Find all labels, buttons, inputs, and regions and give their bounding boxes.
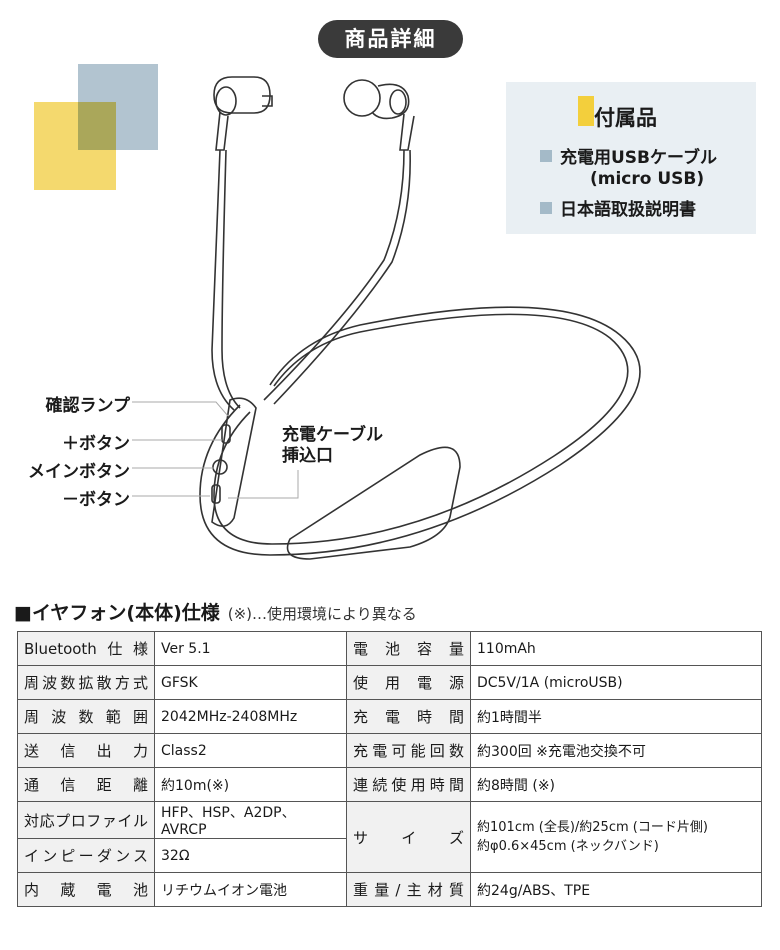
accessory-item-sub: (micro USB) bbox=[590, 169, 705, 189]
table-row: 送信出力 Class2 充電可能回数 約300回 ※充電池交換不可 bbox=[17, 733, 762, 768]
table-row: インピーダンス 32Ω bbox=[17, 838, 762, 873]
callout-plus-button: ＋ボタン bbox=[62, 434, 130, 454]
table-row: Bluetooth仕様 Ver 5.1 電池容量 110mAh bbox=[17, 631, 762, 666]
table-row: 対応プロファイル HFP、HSP、A2DP、AVRCP サイズ 約101cm (… bbox=[17, 801, 762, 873]
table-row: 周波数拡散方式 GFSK 使用電源 DC5V/1A (microUSB) bbox=[17, 665, 762, 700]
square-bullet-icon bbox=[540, 150, 552, 162]
accessory-item: 日本語取扱説明書 bbox=[540, 200, 696, 221]
square-bullet-icon bbox=[540, 202, 552, 214]
spec-table: Bluetooth仕様 Ver 5.1 電池容量 110mAh 周波数拡散方式 … bbox=[17, 631, 762, 907]
callout-main-button: メインボタン bbox=[28, 462, 130, 482]
section-title-badge: 商品詳細 bbox=[318, 20, 463, 58]
callout-cable-port: 充電ケーブル 挿込口 bbox=[282, 425, 383, 466]
table-row: 通信距離 約10m(※) 連続使用時間 約8時間 (※) bbox=[17, 767, 762, 802]
accessory-item: 充電用USBケーブル bbox=[540, 148, 717, 169]
accessories-mark bbox=[578, 96, 594, 126]
size-value: 約101cm (全長)/約25cm (コード片側) 約φ0.6×45cm (ネッ… bbox=[470, 801, 762, 873]
decor-square-yellow bbox=[34, 102, 116, 190]
callout-lamp: 確認ランプ bbox=[45, 396, 131, 416]
table-row: 内蔵電池 リチウムイオン電池 重量/主材質 約24g/ABS、TPE bbox=[17, 872, 762, 907]
accessories-title: 付属品 bbox=[594, 106, 657, 130]
accessories-box: 付属品 充電用USBケーブル (micro USB) 日本語取扱説明書 bbox=[506, 82, 756, 234]
neckband-earphone-illustration bbox=[132, 76, 641, 560]
spec-note: (※)…使用環境により異なる bbox=[227, 605, 417, 623]
spec-heading: ■イヤフォン(本体)仕様(※)…使用環境により異なる bbox=[14, 602, 417, 624]
table-row: 周波数範囲 2042MHz-2408MHz 充電時間 約1時間半 bbox=[17, 699, 762, 734]
callout-minus-button: －ボタン bbox=[62, 490, 130, 510]
